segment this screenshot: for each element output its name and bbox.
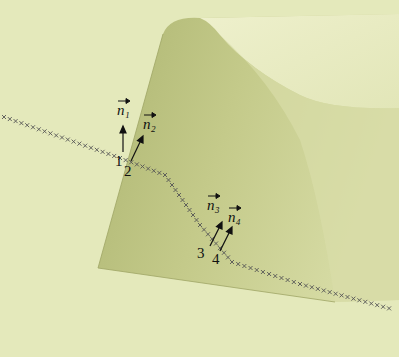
point-cross xyxy=(146,167,150,171)
point-cross xyxy=(328,290,332,294)
vector-overarrows xyxy=(118,99,241,211)
point-cross xyxy=(106,152,110,156)
point-cross xyxy=(298,282,302,286)
vector-label: n₄ xyxy=(228,210,241,225)
point-cross xyxy=(261,270,265,274)
point-cross xyxy=(66,138,70,142)
point-cross xyxy=(170,183,174,187)
point-cross xyxy=(152,169,156,173)
point-cross xyxy=(37,127,41,131)
point-cross xyxy=(334,292,338,296)
point-cross xyxy=(163,173,167,177)
point-cross xyxy=(14,119,18,123)
point-cross xyxy=(273,274,277,278)
point-cross xyxy=(304,284,308,288)
vector-label: n₁ xyxy=(117,103,130,118)
point-cross xyxy=(206,232,210,236)
point-markers xyxy=(2,115,391,310)
point-cross xyxy=(322,289,326,293)
point-cross xyxy=(19,121,23,125)
point-cross xyxy=(369,302,373,306)
curved-face xyxy=(220,35,399,302)
point-cross xyxy=(214,242,218,246)
point-cross xyxy=(202,228,206,232)
point-cross xyxy=(72,140,76,144)
point-cross xyxy=(60,136,64,140)
point-cross xyxy=(340,293,344,297)
point-cross xyxy=(167,178,171,182)
point-cross xyxy=(124,158,128,162)
point-cross xyxy=(141,165,145,169)
point-cross xyxy=(8,117,12,121)
point-cross xyxy=(230,260,234,264)
point-cross xyxy=(181,198,185,202)
point-cross xyxy=(381,305,385,309)
vector-label: n₃ xyxy=(207,198,220,213)
front-face xyxy=(98,14,399,302)
point-cross xyxy=(310,285,314,289)
point-cross xyxy=(174,188,178,192)
point-cross xyxy=(101,150,105,154)
point-cross xyxy=(351,297,355,301)
point-cross xyxy=(77,142,81,146)
point-cross xyxy=(387,306,391,310)
point-cross xyxy=(292,280,296,284)
point-cross xyxy=(54,133,58,137)
point-cross xyxy=(157,171,161,175)
point-cross xyxy=(242,264,246,268)
point-number: 3 xyxy=(197,246,205,261)
point-cross xyxy=(198,223,202,227)
point-cross xyxy=(236,262,240,266)
point-cross xyxy=(31,125,35,129)
point-cross xyxy=(48,131,52,135)
point-cross xyxy=(177,193,181,197)
point-cross xyxy=(267,272,271,276)
point-number: 1 xyxy=(115,154,123,169)
point-cross xyxy=(346,295,350,299)
point-cross xyxy=(226,255,230,259)
point-cross xyxy=(2,115,6,119)
point-number: 4 xyxy=(212,252,220,267)
point-cross xyxy=(363,300,367,304)
point-cross xyxy=(286,278,290,282)
point-cross xyxy=(191,213,195,217)
point-cross xyxy=(95,148,99,152)
vector-label: n₂ xyxy=(143,117,156,132)
point-cross xyxy=(83,144,87,148)
point-cross xyxy=(249,266,253,270)
point-cross xyxy=(188,208,192,212)
point-cross xyxy=(25,123,29,127)
point-cross xyxy=(375,303,379,307)
point-cross xyxy=(255,268,259,272)
point-cross xyxy=(316,287,320,291)
point-number: 2 xyxy=(124,164,132,179)
edge-line xyxy=(98,34,335,302)
point-cross xyxy=(195,218,199,222)
point-cross xyxy=(279,276,283,280)
point-cross xyxy=(135,162,139,166)
normal-arrows xyxy=(120,126,232,251)
top-face xyxy=(200,14,399,108)
point-cross xyxy=(184,203,188,207)
point-cross xyxy=(89,146,93,150)
point-cross xyxy=(357,298,361,302)
point-cross xyxy=(43,129,47,133)
point-cross xyxy=(222,251,226,255)
